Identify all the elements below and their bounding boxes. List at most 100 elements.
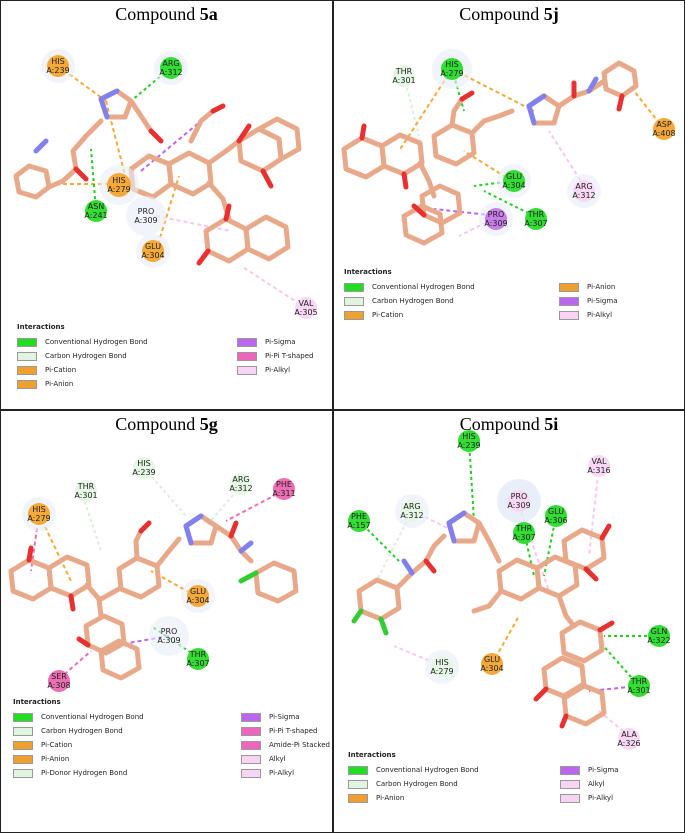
- residue-glu-304: GLU A:304: [497, 164, 531, 198]
- svg-text:HIS: HIS: [462, 432, 475, 441]
- svg-text:A:322: A:322: [647, 636, 670, 645]
- residue-asn-241: ASN A:241: [84, 200, 108, 222]
- svg-text:A:239: A:239: [457, 441, 480, 450]
- residue-thr-307: THR A:307: [512, 522, 536, 544]
- svg-text:A:307: A:307: [524, 219, 547, 228]
- residue-glu-304: GLU A:304: [136, 234, 170, 268]
- residue-glu-304: GLU A:304: [181, 579, 215, 613]
- svg-text:ASP: ASP: [656, 120, 672, 129]
- residue-pro-309: PRO A:309: [479, 202, 513, 236]
- interaction-diagram-5i: HIS A:239 VAL A:316 PHE A:157 ARG A:312: [347, 430, 671, 750]
- svg-text:ARG: ARG: [575, 182, 592, 191]
- svg-text:THR: THR: [189, 650, 207, 659]
- svg-text:THR: THR: [527, 210, 545, 219]
- residue-thr-307: THR A:307: [186, 648, 210, 670]
- svg-text:HIS: HIS: [137, 459, 150, 468]
- svg-text:ASN: ASN: [88, 202, 105, 211]
- svg-text:A:309: A:309: [134, 216, 157, 225]
- svg-text:PHE: PHE: [351, 512, 367, 521]
- svg-text:GLU: GLU: [190, 587, 206, 596]
- svg-text:A:309: A:309: [484, 219, 507, 228]
- panel-title: Compound 5a: [115, 4, 218, 24]
- svg-text:THR: THR: [630, 677, 648, 686]
- svg-text:A:316: A:316: [587, 466, 610, 475]
- svg-text:A:305: A:305: [294, 308, 317, 317]
- svg-text:A:307: A:307: [186, 659, 209, 668]
- svg-text:A:279: A:279: [430, 667, 453, 676]
- svg-text:HIS: HIS: [435, 658, 448, 667]
- svg-text:ARG: ARG: [232, 475, 249, 484]
- residue-arg-312: ARG A:312: [567, 174, 601, 208]
- svg-text:THR: THR: [515, 524, 533, 533]
- svg-text:VAL: VAL: [299, 299, 314, 308]
- residue-phe-311: PHE A:311: [272, 478, 296, 500]
- svg-text:ARG: ARG: [162, 59, 179, 68]
- panel-title: Compound 5g: [115, 414, 218, 434]
- residue-his-239: HIS A:239: [132, 457, 156, 479]
- residue-his-279: HIS A:279: [22, 497, 56, 531]
- svg-text:A:309: A:309: [157, 636, 180, 645]
- residue-arg-312: ARG A:312: [395, 494, 429, 528]
- residue-ala-326: ALA A:326: [617, 728, 641, 750]
- residue-val-316: VAL A:316: [587, 455, 611, 477]
- svg-text:GLU: GLU: [506, 172, 522, 181]
- svg-text:A:239: A:239: [132, 468, 155, 477]
- residue-pro-309: PRO A:309: [149, 616, 189, 656]
- svg-text:HIS: HIS: [32, 505, 45, 514]
- svg-text:GLU: GLU: [548, 507, 564, 516]
- residue-pro-309: PRO A:309: [497, 479, 541, 523]
- interaction-diagram-5a: HIS A:239 ARG A:312 HIS A:279 ASN A:241: [13, 49, 318, 319]
- svg-text:A:304: A:304: [186, 596, 209, 605]
- interaction-diagram-5j: THR A:301 HIS A:279 ASP A:408 GLU A:304: [341, 49, 676, 246]
- svg-text:THR: THR: [77, 482, 95, 491]
- residue-ser-308: SER A:308: [47, 670, 71, 692]
- svg-text:A:311: A:311: [272, 489, 295, 498]
- legend: Interactions Conventional Hydrogen Bond …: [13, 698, 330, 778]
- legend: Interactions Conventional Hydrogen Bond …: [348, 751, 619, 803]
- svg-text:GLU: GLU: [145, 242, 161, 251]
- residue-glu-304: GLU A:304: [480, 653, 504, 675]
- residue-pro-309: PRO A:309: [126, 196, 166, 236]
- legend: Interactions Conventional Hydrogen Bond …: [344, 268, 618, 320]
- svg-text:VAL: VAL: [592, 457, 607, 466]
- svg-text:A:304: A:304: [141, 251, 164, 260]
- svg-text:A:312: A:312: [572, 191, 595, 200]
- svg-text:A:408: A:408: [652, 129, 675, 138]
- ligand-structure: [8, 513, 299, 681]
- svg-text:A:301: A:301: [392, 76, 415, 85]
- svg-text:A:312: A:312: [229, 484, 252, 493]
- svg-text:THR: THR: [395, 67, 413, 76]
- residue-his-239: HIS A:239: [41, 49, 75, 83]
- interaction-diagram-5g: HIS A:239 THR A:301 ARG A:312 PHE A:311: [8, 457, 299, 692]
- svg-text:PHE: PHE: [276, 480, 292, 489]
- residue-glu-306: GLU A:306: [544, 505, 568, 527]
- svg-text:A:279: A:279: [27, 514, 50, 523]
- svg-text:HIS: HIS: [445, 60, 458, 69]
- residue-gln-322: GLN A:322: [647, 625, 671, 647]
- svg-text:A:306: A:306: [544, 516, 567, 525]
- residue-arg-312: ARG A:312: [229, 473, 253, 495]
- panel-title: Compound 5i: [459, 414, 559, 434]
- svg-text:A:279: A:279: [440, 69, 463, 78]
- svg-text:GLN: GLN: [651, 627, 668, 636]
- residue-val-305: VAL A:305: [294, 297, 318, 319]
- panel-compound-5g: Compound 5g: [0, 410, 333, 833]
- panel-title: Compound 5j: [459, 4, 559, 24]
- residue-his-279: HIS A:279: [99, 165, 139, 205]
- panel-compound-5j: Compound 5j: [333, 0, 685, 410]
- panel-compound-5a: Compound 5a: [0, 0, 333, 410]
- svg-text:A:312: A:312: [159, 68, 182, 77]
- svg-text:ARG: ARG: [403, 502, 420, 511]
- residue-thr-301: THR A:301: [74, 480, 98, 502]
- heteroatom-bonds: [33, 88, 274, 266]
- svg-text:A:301: A:301: [627, 686, 650, 695]
- ligand-structure: [356, 510, 607, 727]
- svg-text:ALA: ALA: [621, 730, 637, 739]
- residue-thr-307: THR A:307: [524, 208, 548, 230]
- svg-text:A:309: A:309: [507, 501, 530, 510]
- svg-text:HIS: HIS: [51, 57, 64, 66]
- svg-text:A:241: A:241: [84, 211, 107, 220]
- residue-thr-301: THR A:301: [392, 65, 416, 87]
- svg-text:A:239: A:239: [46, 66, 69, 75]
- svg-text:A:308: A:308: [47, 681, 70, 690]
